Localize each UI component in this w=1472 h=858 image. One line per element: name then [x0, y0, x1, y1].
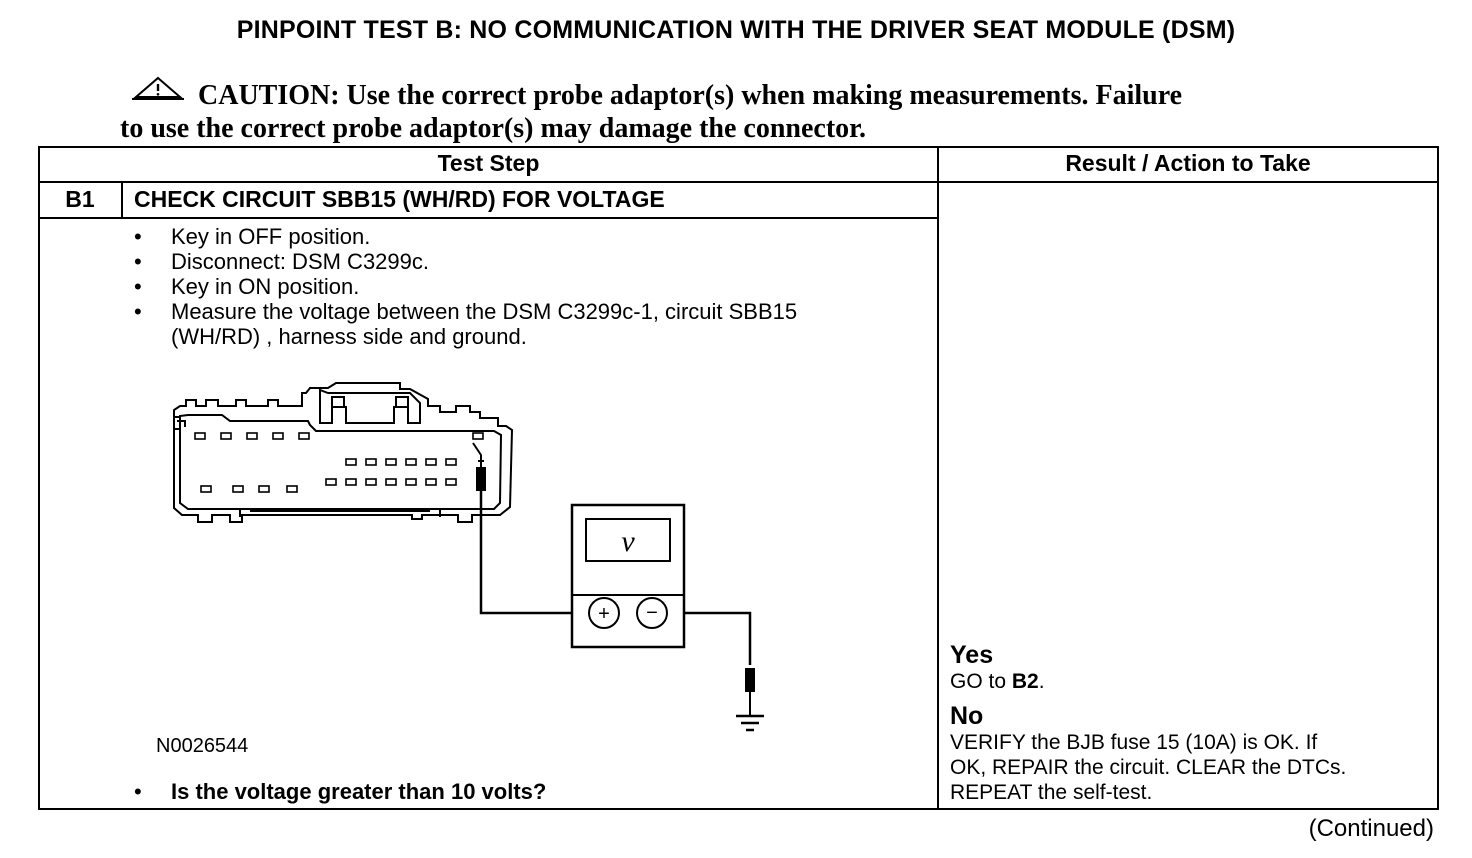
caution-note: CAUTION: Use the correct probe adaptor(s…	[120, 76, 1320, 145]
svg-text:+: +	[598, 603, 610, 625]
table-top-border	[38, 146, 1439, 148]
yes-label: Yes	[950, 641, 994, 669]
step-title: CHECK CIRCUIT SBB15 (WH/RD) FOR VOLTAGE	[134, 186, 665, 212]
yes-action-text: GO to	[950, 670, 1012, 693]
ground-symbol	[736, 714, 764, 732]
step-instructions: Key in OFF position. Disconnect: DSM C32…	[132, 224, 797, 349]
meter-display-symbol: ν	[621, 525, 635, 558]
minus-terminal	[636, 597, 668, 629]
instruction-item: Key in OFF position.	[132, 224, 797, 249]
page-title: PINPOINT TEST B: NO COMMUNICATION WITH T…	[236, 16, 1236, 44]
yes-action: GO to B2.	[950, 669, 1435, 694]
yes-action-end: .	[1038, 670, 1045, 693]
header-result-action: Result / Action to Take	[1065, 150, 1311, 176]
connector-c3299c	[173, 382, 514, 523]
table-right-border	[1437, 146, 1439, 810]
negative-probe-lead	[684, 611, 755, 715]
voltage-measurement-diagram: ν + −	[173, 382, 764, 732]
table-left-border	[38, 146, 40, 810]
positive-probe-lead	[472, 442, 572, 615]
plus-terminal	[588, 597, 620, 629]
warning-triangle-icon	[132, 76, 184, 100]
table-header-border	[38, 181, 1439, 183]
instruction-continuation: (WH/RD) , harness side and ground.	[171, 324, 527, 349]
instruction-item: Disconnect: DSM C3299c.	[132, 249, 797, 274]
step-question: Is the voltage greater than 10 volts?	[132, 779, 546, 805]
voltmeter: ν + −	[570, 503, 686, 649]
table-bottom-border	[38, 808, 1439, 810]
header-test-step: Test Step	[437, 150, 540, 176]
no-action-line: REPEAT the self-test.	[950, 781, 1153, 804]
yes-target-step: B2	[1011, 670, 1039, 693]
result-no: No VERIFY the BJB fuse 15 (10A) is OK. I…	[950, 702, 1435, 805]
figure-id: N0026544	[156, 735, 249, 757]
svg-text:−: −	[646, 602, 658, 624]
step-id-divider	[121, 181, 123, 218]
instruction-item: Measure the voltage between the DSM C329…	[132, 299, 797, 324]
continued-label: (Continued)	[1308, 815, 1434, 842]
step-title-border	[38, 217, 938, 219]
no-label: No	[950, 702, 984, 730]
no-action-line: VERIFY the BJB fuse 15 (10A) is OK. If	[950, 731, 1318, 754]
no-action-line: OK, REPAIR the circuit. CLEAR the DTCs.	[950, 756, 1347, 779]
instruction-item: Key in ON position.	[132, 274, 797, 299]
caution-line-1: CAUTION: Use the correct probe adaptor(s…	[198, 80, 1183, 111]
result-yes: Yes GO to B2.	[950, 641, 1435, 694]
column-divider	[937, 146, 939, 810]
connector-pin-cavities	[194, 432, 484, 493]
step-id: B1	[65, 186, 95, 212]
caution-line-2: to use the correct probe adaptor(s) may …	[120, 113, 867, 144]
